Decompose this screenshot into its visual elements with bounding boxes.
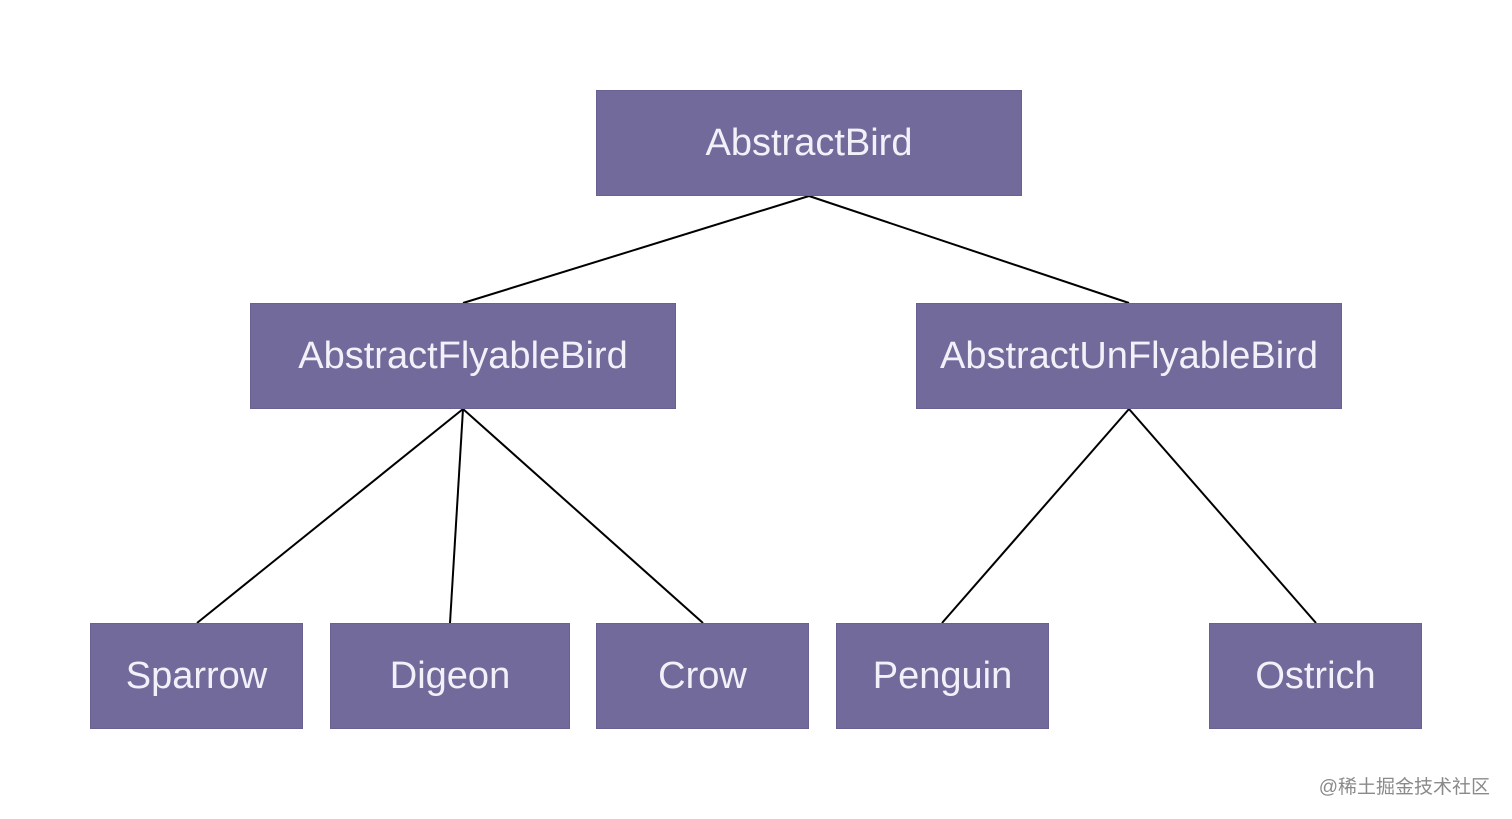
node-abstract-bird: AbstractBird	[596, 90, 1022, 196]
node-crow: Crow	[596, 623, 809, 729]
node-penguin: Penguin	[836, 623, 1049, 729]
node-ostrich: Ostrich	[1209, 623, 1422, 729]
edge-unflyable-penguin	[941, 408, 1130, 624]
edge-root-flyable	[462, 195, 810, 304]
node-digeon: Digeon	[330, 623, 570, 729]
edge-root-unflyable	[808, 195, 1130, 304]
node-sparrow: Sparrow	[90, 623, 303, 729]
edge-unflyable-ostrich	[1128, 408, 1317, 624]
watermark: @稀土掘金技术社区	[1318, 777, 1490, 798]
edge-flyable-digeon	[449, 408, 464, 624]
node-abstract-flyable-bird: AbstractFlyableBird	[250, 303, 676, 409]
edge-flyable-sparrow	[196, 408, 464, 624]
node-abstract-unflyable-bird: AbstractUnFlyableBird	[916, 303, 1342, 409]
edge-flyable-crow	[462, 408, 704, 624]
